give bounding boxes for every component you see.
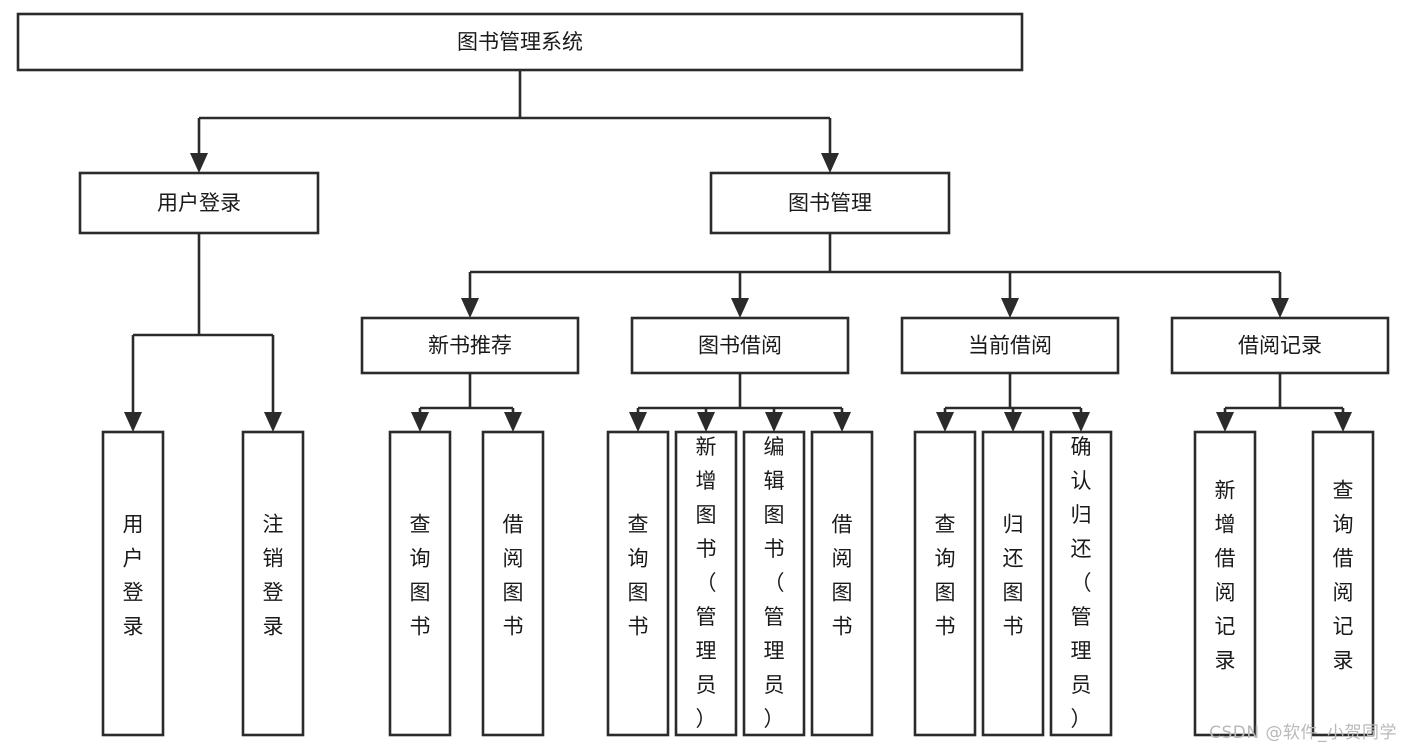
leaf-node-leaf-confirm-return-label: 确认归还（管理员） — [1071, 435, 1092, 731]
leaf-node-leaf-add-book-box[interactable] — [674, 430, 738, 737]
leaf-node-leaf-query-book-current[interactable]: 查询图书 — [913, 430, 977, 737]
root-branch-0-arrowhead — [190, 153, 208, 173]
leaf-node-leaf-confirm-return[interactable]: 确认归还（管理员） — [1049, 430, 1113, 737]
root-node-system-label: 图书管理系统 — [457, 30, 583, 54]
leaf-node-leaf-user-login-box[interactable] — [101, 430, 165, 737]
level1-node-book-manage-label: 图书管理 — [788, 191, 872, 215]
leaf-node-leaf-query-book-current-label: 查询图书 — [935, 513, 956, 639]
leaf-node-leaf-borrow-book-recommend-box[interactable] — [481, 430, 545, 737]
leaf-node-leaf-return-book-box[interactable] — [981, 430, 1045, 737]
current-borrow-branch-0-arrowhead — [936, 412, 954, 432]
leaf-node-leaf-query-record-box[interactable] — [1311, 430, 1375, 737]
leaf-node-leaf-edit-book[interactable]: 编辑图书（管理员） — [742, 430, 806, 737]
level2-node-current-borrow-box[interactable] — [900, 316, 1120, 375]
leaf-node-leaf-user-login[interactable]: 用户登录 — [101, 430, 165, 737]
leaf-node-leaf-logout-box[interactable] — [241, 430, 305, 737]
root-node-system-box[interactable] — [16, 12, 1024, 72]
book-borrow-branch-1-arrowhead — [697, 412, 715, 432]
leaf-node-leaf-borrow-book-label: 借阅图书 — [832, 513, 853, 639]
level2-node-book-borrow-box[interactable] — [630, 316, 850, 375]
csdn-watermark: CSDN @软件_小贺同学 — [1209, 723, 1397, 743]
book-manage-branch-0-arrowhead — [461, 298, 479, 318]
level2-node-new-book-recommend-label: 新书推荐 — [428, 334, 512, 358]
leaf-node-leaf-borrow-book-recommend[interactable]: 借阅图书 — [481, 430, 545, 737]
level2-node-current-borrow-label: 当前借阅 — [968, 334, 1052, 358]
leaf-node-leaf-query-book-borrow-box[interactable] — [606, 430, 670, 737]
level2-node-borrow-record-label: 借阅记录 — [1238, 334, 1322, 358]
leaf-node-leaf-query-book-borrow[interactable]: 查询图书 — [606, 430, 670, 737]
level2-node-borrow-record[interactable]: 借阅记录 — [1170, 316, 1390, 375]
book-manage-branch-2-arrowhead — [1001, 298, 1019, 318]
leaf-node-leaf-user-login-label: 用户登录 — [123, 513, 144, 639]
leaf-node-leaf-borrow-book-recommend-label: 借阅图书 — [503, 513, 524, 639]
level1-node-user-login-box[interactable] — [78, 171, 320, 235]
user-login-branch-0-arrowhead — [124, 412, 142, 432]
node-layer: 图书管理系统用户登录图书管理新书推荐图书借阅当前借阅借阅记录用户登录注销登录查询… — [16, 12, 1390, 737]
leaf-node-leaf-query-book-current-box[interactable] — [913, 430, 977, 737]
level1-node-user-login-label: 用户登录 — [157, 191, 241, 215]
level2-node-book-borrow[interactable]: 图书借阅 — [630, 316, 850, 375]
leaf-node-leaf-logout-label: 注销登录 — [263, 513, 284, 639]
leaf-node-leaf-add-record-box[interactable] — [1193, 430, 1257, 737]
leaf-node-leaf-add-book[interactable]: 新增图书（管理员） — [674, 430, 738, 737]
level1-node-book-manage[interactable]: 图书管理 — [709, 171, 951, 235]
leaf-node-leaf-query-book-recommend[interactable]: 查询图书 — [388, 430, 452, 737]
book-borrow-branch-2-arrowhead — [765, 412, 783, 432]
level2-node-current-borrow[interactable]: 当前借阅 — [900, 316, 1120, 375]
level2-node-new-book-recommend[interactable]: 新书推荐 — [360, 316, 580, 375]
user-login-branch-1-arrowhead — [264, 412, 282, 432]
level2-node-book-borrow-label: 图书借阅 — [698, 334, 782, 358]
current-borrow-branch-1-arrowhead — [1004, 412, 1022, 432]
leaf-node-leaf-borrow-book[interactable]: 借阅图书 — [810, 430, 874, 737]
level2-node-borrow-record-box[interactable] — [1170, 316, 1390, 375]
leaf-node-leaf-add-record[interactable]: 新增借阅记录 — [1193, 430, 1257, 737]
book-manage-branch-1-arrowhead — [731, 298, 749, 318]
leaf-node-leaf-confirm-return-box[interactable] — [1049, 430, 1113, 737]
borrow-record-branch-0-arrowhead — [1216, 412, 1234, 432]
new-book-recommend-branch-0-arrowhead — [411, 412, 429, 432]
book-borrow-branch-3-arrowhead — [833, 412, 851, 432]
book-manage-branch-3-arrowhead — [1271, 298, 1289, 318]
connector-layer — [124, 70, 1352, 432]
leaf-node-leaf-edit-book-label: 编辑图书（管理员） — [764, 435, 785, 731]
root-branch-1-arrowhead — [821, 153, 839, 173]
leaf-node-leaf-query-record-label: 查询借阅记录 — [1333, 479, 1354, 673]
leaf-node-leaf-query-book-borrow-label: 查询图书 — [628, 513, 649, 639]
new-book-recommend-branch-1-arrowhead — [504, 412, 522, 432]
leaf-node-leaf-return-book[interactable]: 归还图书 — [981, 430, 1045, 737]
level1-node-book-manage-box[interactable] — [709, 171, 951, 235]
leaf-node-leaf-logout[interactable]: 注销登录 — [241, 430, 305, 737]
leaf-node-leaf-add-book-label: 新增图书（管理员） — [696, 435, 717, 731]
leaf-node-leaf-query-record[interactable]: 查询借阅记录 — [1311, 430, 1375, 737]
leaf-node-leaf-edit-book-box[interactable] — [742, 430, 806, 737]
book-borrow-branch-0-arrowhead — [629, 412, 647, 432]
leaf-node-leaf-return-book-label: 归还图书 — [1003, 513, 1024, 639]
level1-node-user-login[interactable]: 用户登录 — [78, 171, 320, 235]
borrow-record-branch-1-arrowhead — [1334, 412, 1352, 432]
current-borrow-branch-2-arrowhead — [1072, 412, 1090, 432]
root-node-system[interactable]: 图书管理系统 — [16, 12, 1024, 72]
leaf-node-leaf-add-record-label: 新增借阅记录 — [1215, 479, 1236, 673]
leaf-node-leaf-borrow-book-box[interactable] — [810, 430, 874, 737]
level2-node-new-book-recommend-box[interactable] — [360, 316, 580, 375]
leaf-node-leaf-query-book-recommend-label: 查询图书 — [410, 513, 431, 639]
leaf-node-leaf-query-book-recommend-box[interactable] — [388, 430, 452, 737]
